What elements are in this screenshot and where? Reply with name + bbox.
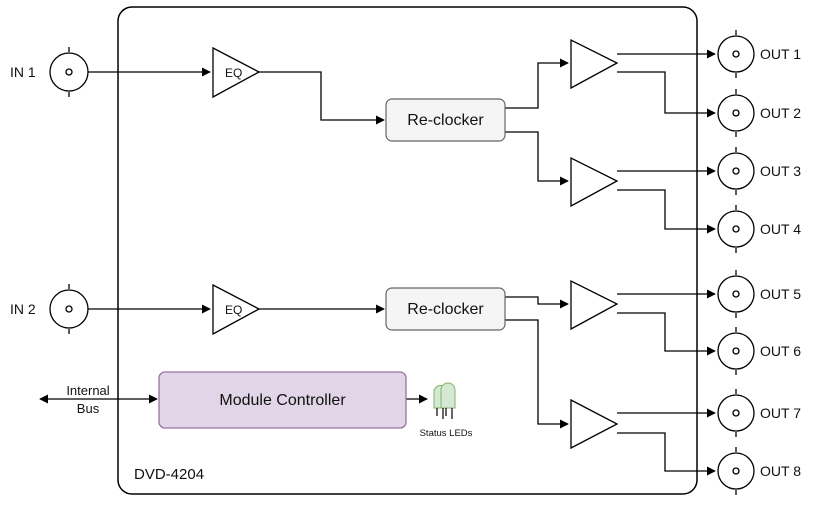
- module-controller-label: Module Controller: [219, 392, 346, 409]
- wire-buf1-out2: [617, 71, 716, 118]
- wire-buf2-out4: [617, 189, 716, 234]
- wire-reclocker1-buf2: [505, 131, 569, 186]
- output-label-out4: OUT 4: [760, 221, 801, 237]
- eq-amplifier-2: [212, 283, 261, 336]
- wire-reclocker1-buf1: [505, 58, 569, 109]
- bus-label-line1: Internal: [66, 383, 109, 398]
- output-label-out3: OUT 3: [760, 163, 801, 179]
- output-label-out7: OUT 7: [760, 405, 801, 421]
- wire-reclocker2-buf4: [505, 319, 569, 429]
- bnc-connector-out3: [717, 147, 755, 195]
- output-label-out5: OUT 5: [760, 286, 801, 302]
- eq-label-1: EQ: [225, 66, 242, 80]
- bnc-connector-out4: [717, 205, 755, 253]
- input-label-in2: IN 2: [10, 301, 36, 317]
- eq-amplifier-1: [212, 46, 261, 99]
- reclocker-label-1: Re-clocker: [407, 112, 484, 129]
- bnc-connector-out7: [717, 389, 755, 437]
- bnc-connector-out8: [717, 447, 755, 495]
- bnc-connector-out5: [717, 270, 755, 318]
- bnc-connector-in2: [49, 284, 89, 334]
- bnc-connector-out1: [717, 30, 755, 78]
- module-controller: [158, 371, 407, 429]
- wire-buf3-out6: [617, 312, 716, 356]
- wire-reclocker2-buf3: [505, 296, 569, 309]
- wire-eq1-reclocker1: [258, 71, 385, 125]
- status-leds-label: Status LEDs: [420, 428, 473, 439]
- output-buffer-2: [570, 156, 619, 208]
- output-buffer-1: [570, 38, 619, 90]
- input-label-in1: IN 1: [10, 64, 36, 80]
- output-label-out2: OUT 2: [760, 105, 801, 121]
- output-buffer-3: [570, 279, 619, 331]
- wire-buf4-out8: [617, 432, 716, 476]
- eq-label-2: EQ: [225, 303, 242, 317]
- bus-label-line2: Bus: [77, 401, 100, 416]
- output-label-out1: OUT 1: [760, 46, 801, 62]
- led-icon: [433, 382, 456, 419]
- bnc-connector-out6: [717, 327, 755, 375]
- output-label-out8: OUT 8: [760, 463, 801, 479]
- bnc-connector-in1: [49, 47, 89, 97]
- model-label: DVD-4204: [134, 466, 204, 483]
- output-label-out6: OUT 6: [760, 343, 801, 359]
- module-frame: [117, 6, 698, 495]
- reclocker-label-2: Re-clocker: [407, 301, 484, 318]
- bnc-connector-out2: [717, 89, 755, 137]
- output-buffer-4: [570, 398, 619, 450]
- reclocker-1: [385, 98, 506, 142]
- reclocker-2: [385, 287, 506, 331]
